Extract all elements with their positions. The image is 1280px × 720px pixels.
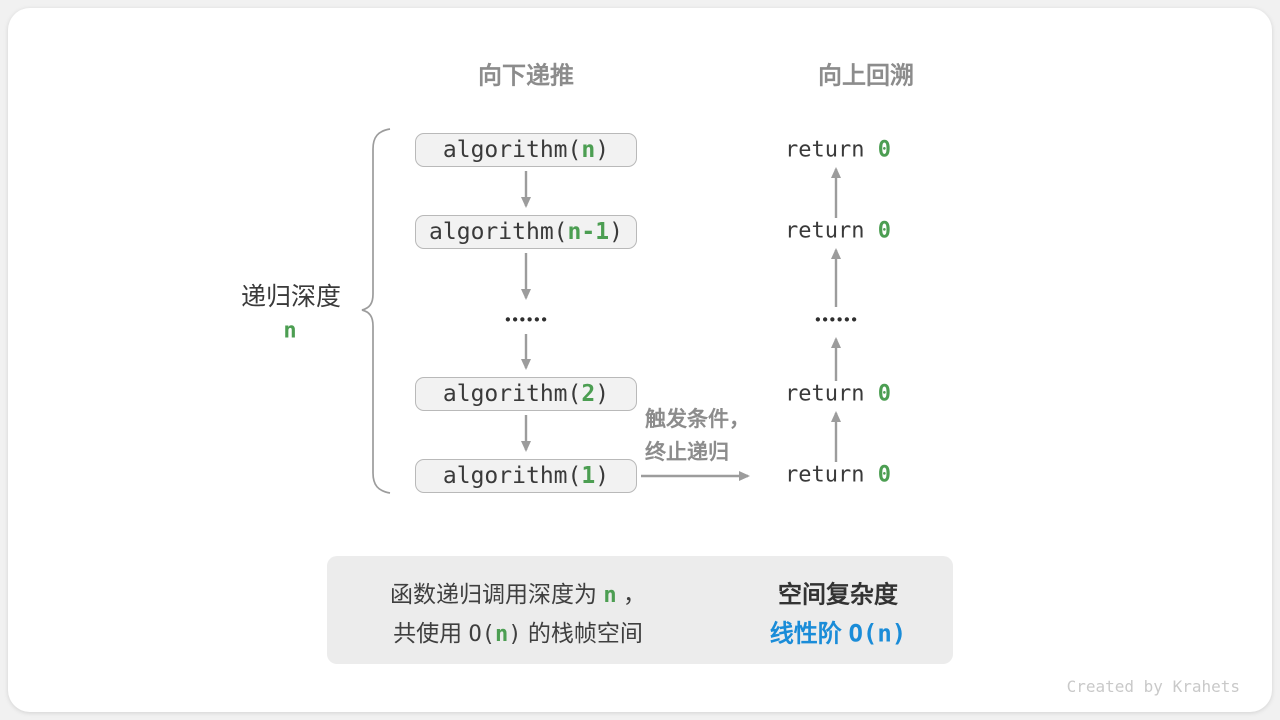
trigger-line-1: 触发条件，	[645, 408, 750, 431]
complexity-title: 空间复杂度	[778, 581, 898, 609]
return-value: 0	[877, 462, 891, 488]
return-statement-1: return 0	[785, 137, 891, 163]
call-arg: 1	[581, 463, 596, 489]
call-box-1: algorithm(1)	[415, 459, 637, 493]
call-text: algorithm(n)	[442, 137, 610, 163]
call-text: algorithm(n-1)	[429, 219, 623, 245]
call-text: algorithm(1)	[442, 463, 610, 489]
backtrack-ellipsis: ••••••	[815, 311, 859, 329]
summary-var: n	[603, 583, 617, 608]
call-box-n-1: algorithm(n-1)	[415, 215, 637, 249]
return-statement-2: return 0	[785, 218, 891, 244]
return-statement-4: return 0	[785, 462, 891, 488]
depth-variable: n	[283, 318, 297, 344]
return-value: 0	[877, 137, 891, 163]
header-backtrack-up: 向上回溯	[818, 62, 914, 90]
summary-line-1: 函数递归调用深度为 n ，	[389, 581, 647, 608]
return-statement-3: return 0	[785, 381, 891, 407]
call-text: algorithm(2)	[442, 381, 610, 407]
call-arg: n-1	[567, 219, 610, 245]
return-value: 0	[877, 218, 891, 244]
credit-text: Created by Krahets	[1066, 677, 1240, 696]
header-recurse-down: 向下递推	[478, 62, 574, 90]
trigger-label: 触发条件， 终止递归	[645, 403, 750, 469]
recurse-ellipsis: ••••••	[505, 311, 549, 329]
trigger-line-2: 终止递归	[645, 441, 729, 464]
call-box-2: algorithm(2)	[415, 377, 637, 411]
depth-label: 递归深度	[240, 283, 342, 311]
call-arg: n	[581, 137, 596, 163]
return-value: 0	[877, 381, 891, 407]
big-o-expression: O(n)	[468, 622, 522, 647]
complexity-big-o: O(n)	[848, 619, 907, 648]
complexity-value: 线性阶 O(n)	[769, 619, 907, 648]
summary-panel	[327, 556, 953, 664]
call-box-n: algorithm(n)	[415, 133, 637, 167]
summary-var: n	[495, 622, 509, 647]
summary-line-2: 共使用 O(n) 的栈帧空间	[393, 620, 643, 647]
call-arg: 2	[581, 381, 596, 407]
